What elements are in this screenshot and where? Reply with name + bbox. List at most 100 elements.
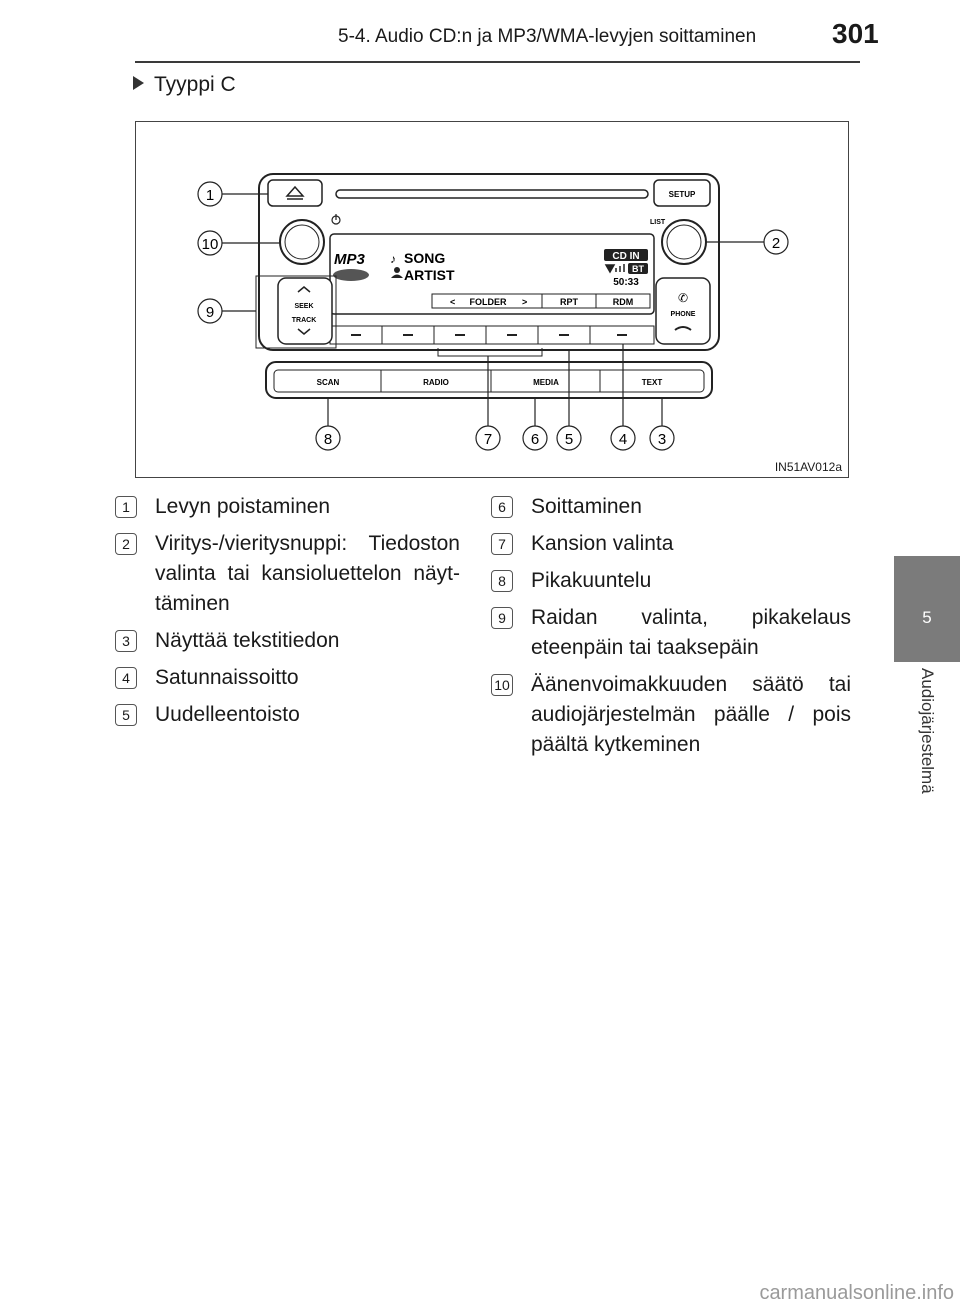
- softkey-row: [329, 325, 655, 345]
- phone-icon: ✆: [678, 291, 688, 305]
- setup-button: [653, 179, 711, 207]
- format-label: MP3: [334, 251, 366, 268]
- legend-item: 4 Satunnaissoitto: [115, 663, 460, 693]
- artist-label: ARTIST: [404, 267, 455, 283]
- chapter-side-label: Audiojärjestelmä: [898, 668, 956, 828]
- callout-4: [610, 425, 636, 451]
- hang-up-icon: [674, 326, 692, 331]
- legend-item: 2 Viritys-/vieritysnuppi: Tiedoston valin…: [115, 529, 460, 619]
- section-name: Audiojärjestelmä: [918, 668, 937, 794]
- legend-item: 6 Soittaminen: [491, 492, 851, 522]
- legend-text: Pikakuuntelu: [531, 569, 652, 592]
- song-label: SONG: [404, 250, 445, 266]
- svg-text:4: 4: [619, 431, 627, 448]
- callout-badge: 9: [491, 607, 513, 629]
- folder-right-icon: >: [522, 297, 527, 307]
- track-label: TRACK: [292, 317, 317, 324]
- svg-text:6: 6: [531, 431, 539, 448]
- svg-text:9: 9: [206, 304, 214, 321]
- audio-unit-illustration: SETUP LIST MP3 ♪ SONG ARTIST CD IN BT 50…: [197, 173, 789, 451]
- callouts: 1 2 3 4 5 6 7 8 9 10: [197, 181, 789, 451]
- time-label: 50:33: [613, 277, 639, 288]
- legend-item: 9 Raidan valinta, pikakelaus eteenpäin ta…: [491, 603, 851, 663]
- chapter-tab: 5: [894, 556, 960, 662]
- page-number: 301: [832, 18, 879, 49]
- section-title: 5-4. Audio CD:n ja MP3/WMA-levyjen soitt…: [338, 26, 757, 47]
- setup-label: SETUP: [669, 190, 696, 199]
- seek-track-button: [277, 277, 333, 345]
- audio-unit-figure: SETUP LIST MP3 ♪ SONG ARTIST CD IN BT 50…: [135, 121, 849, 478]
- disc-icon: [333, 269, 369, 281]
- callout-10: [197, 230, 223, 256]
- legend-text: Raidan valinta, pikakelaus eteenpäin tai…: [531, 606, 851, 659]
- rpt-label: RPT: [560, 297, 579, 307]
- person-icon: [394, 267, 400, 273]
- phone-button: [655, 277, 711, 345]
- eject-button: [267, 179, 323, 207]
- legend-item: 5 Uudelleentoisto: [115, 700, 460, 730]
- cd-slot: [335, 189, 649, 199]
- bt-badge: [628, 263, 648, 274]
- eject-icon: [285, 185, 305, 197]
- legend-text: Soittaminen: [531, 495, 642, 518]
- svg-text:1: 1: [206, 187, 214, 204]
- chevron-up-icon: [297, 286, 311, 293]
- callout-3: [649, 425, 675, 451]
- text-label: TEXT: [642, 378, 663, 387]
- subheading: Tyyppi C: [133, 73, 236, 97]
- callout-badge: 10: [491, 674, 513, 696]
- svg-text:3: 3: [658, 431, 666, 448]
- subheading-text: Tyyppi C: [154, 73, 236, 96]
- header-divider: [135, 61, 860, 63]
- legend-text: Näyttää tekstitiedon: [155, 629, 340, 652]
- svg-text:7: 7: [484, 431, 492, 448]
- callout-badge: 8: [491, 570, 513, 592]
- list-label: LIST: [650, 219, 666, 226]
- seek-label: SEEK: [294, 303, 313, 310]
- callout-7: [475, 425, 501, 451]
- legend-text: Uudelleentoisto: [155, 703, 300, 726]
- callout-1: [197, 181, 223, 207]
- legend-text: Viritys-/vieritysnuppi: Tiedoston valint…: [155, 532, 460, 615]
- callout-8: [315, 425, 341, 451]
- bt-label: BT: [632, 264, 644, 274]
- scan-label: SCAN: [317, 378, 340, 387]
- callout-2: [763, 229, 789, 255]
- legend-item: 8 Pikakuuntelu: [491, 566, 851, 596]
- note-icon: ♪: [390, 252, 396, 266]
- svg-text:10: 10: [202, 236, 219, 253]
- folder-label: FOLDER: [470, 297, 507, 307]
- callout-badge: 2: [115, 533, 137, 555]
- volume-knob: [279, 219, 325, 265]
- watermark: carmanualsonline.info: [759, 1282, 954, 1304]
- media-label: MEDIA: [533, 378, 559, 387]
- svg-text:5: 5: [565, 431, 573, 448]
- callout-6: [522, 425, 548, 451]
- legend-item: 3 Näyttää tekstitiedon: [115, 626, 460, 656]
- svg-text:8: 8: [324, 431, 332, 448]
- callout-badge: 1: [115, 496, 137, 518]
- signal-icon: [604, 264, 625, 274]
- phone-label: PHONE: [671, 311, 696, 318]
- chevron-down-icon: [297, 328, 311, 335]
- callout-badge: 4: [115, 667, 137, 689]
- callout-5: [556, 425, 582, 451]
- callout-badge: 5: [115, 704, 137, 726]
- callout-badge: 6: [491, 496, 513, 518]
- cd-in-badge: [604, 249, 648, 261]
- legend-text: Levyn poistaminen: [155, 495, 331, 518]
- tune-scroll-knob: [661, 219, 707, 265]
- triangle-bullet-icon: [133, 76, 144, 90]
- callout-badge: 3: [115, 630, 137, 652]
- page-header: 5-4. Audio CD:n ja MP3/WMA-levyjen soitt…: [0, 0, 960, 63]
- figure-code: IN51AV012a: [774, 460, 842, 474]
- folder-left-icon: <: [450, 297, 455, 307]
- rdm-label: RDM: [613, 297, 634, 307]
- legend-left: 1 Levyn poistaminen 2 Viritys-/vieritysnup…: [115, 492, 460, 737]
- callout-9: [197, 298, 223, 324]
- radio-label: RADIO: [423, 378, 449, 387]
- legend-text: Satunnaissoitto: [155, 666, 299, 689]
